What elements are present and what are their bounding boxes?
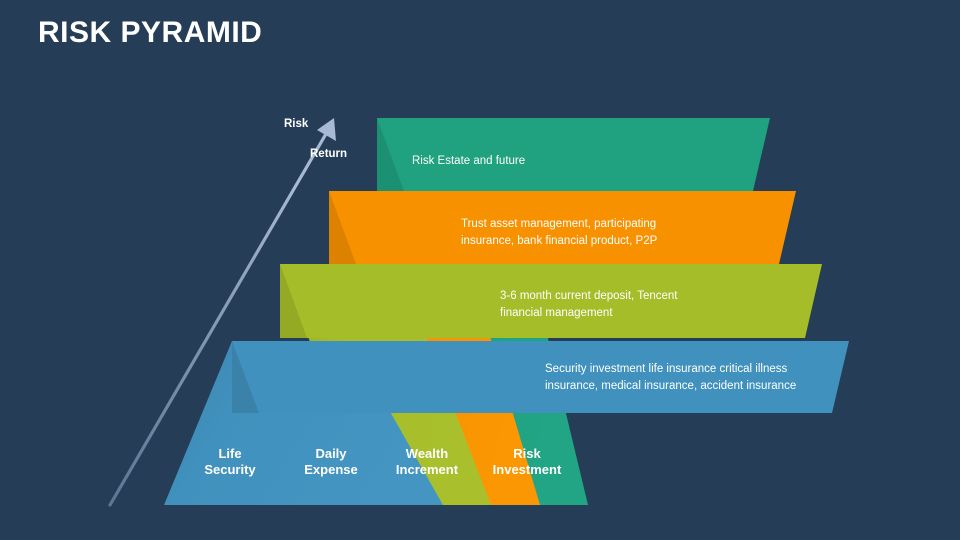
band-description-wealth-increment: Trust asset management, participating in…	[461, 218, 658, 247]
risk-return-arrow	[108, 118, 336, 507]
axis-label-return: Return	[310, 148, 348, 160]
axis-label-risk: Risk	[284, 118, 309, 130]
base-label-risk-investment: Risk Investment	[492, 446, 562, 477]
pyramid-band-life-security[interactable]	[164, 341, 849, 505]
base-label-daily-expense: Daily Expense	[304, 446, 358, 477]
band-description-risk-investment: Risk Estate and future	[412, 155, 526, 167]
band-description-life-security: Security investment life insurance criti…	[545, 363, 797, 392]
band-description-daily-expense: 3-6 month current deposit, Tencent finan…	[500, 290, 678, 319]
base-label-life-security: Life Security	[204, 446, 256, 477]
base-label-wealth-increment: Wealth Increment	[395, 446, 459, 477]
page-title: RISK PYRAMID	[38, 16, 263, 49]
